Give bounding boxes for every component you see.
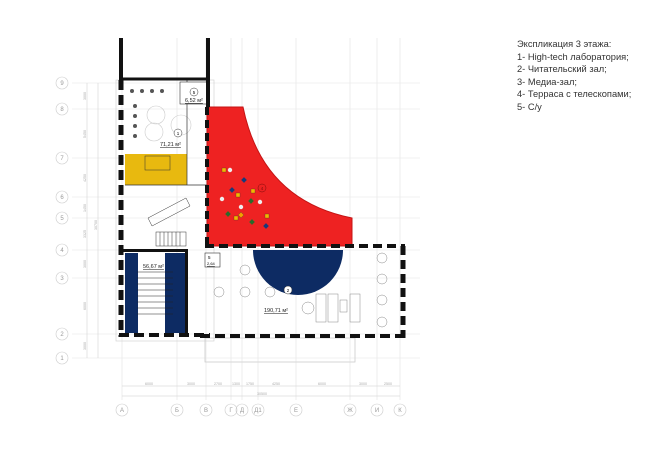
yellow-work-zone <box>125 154 187 185</box>
lab-number: 1 <box>177 131 180 136</box>
balcony <box>204 337 356 363</box>
row-dim: 5450 <box>83 130 87 138</box>
col-axis: В <box>204 408 208 414</box>
walls <box>118 38 406 338</box>
reading-number: 2 <box>287 288 290 293</box>
row-dim: 3000 <box>83 342 87 350</box>
row-total-dim: 30700 <box>94 220 98 230</box>
legend-item-4: 4- Терраса с телескопами; <box>517 89 632 100</box>
wc-small-area: 2,64 <box>207 261 216 266</box>
media-area: 56,67 м² <box>143 264 164 270</box>
col-axis: А <box>120 408 124 414</box>
col-dim: 1300 <box>232 382 240 386</box>
terrace-zone <box>206 106 353 247</box>
row-dim: 4250 <box>83 174 87 182</box>
row-dim: 1450 <box>83 204 87 212</box>
row-axis-1: 1 <box>60 356 64 362</box>
lab-area: 71,21 м² <box>160 142 181 148</box>
lab-round-tables <box>144 105 192 142</box>
media-semicircle <box>253 250 343 295</box>
row-axis-labels <box>55 76 69 365</box>
row-axis-9: 9 <box>60 81 64 87</box>
row-axis-4: 4 <box>60 248 64 254</box>
wc-small-number: 5 <box>208 255 211 260</box>
room-number-marker <box>257 183 267 193</box>
reading-tables <box>213 252 388 328</box>
col-axis: Е <box>294 408 298 414</box>
row-dim: 6000 <box>83 302 87 310</box>
row-dim: 3000 <box>83 260 87 268</box>
col-total-dim: 30500 <box>257 392 267 396</box>
row-axis-3: 3 <box>60 276 64 282</box>
col-axis: Д1 <box>254 408 262 414</box>
col-dim: 3000 <box>359 382 367 386</box>
wc-top-number: 5 <box>193 90 196 95</box>
row-dim: 3325 <box>83 230 87 238</box>
col-axis: Ж <box>347 408 353 414</box>
row-axis-2: 2 <box>60 332 64 338</box>
lab-chairs <box>130 89 164 138</box>
terrace-number: 4 <box>261 186 264 191</box>
col-dim: 3000 <box>187 382 195 386</box>
col-axis: Г <box>229 408 233 414</box>
row-axis-5: 5 <box>60 216 64 222</box>
col-axis: Д <box>240 408 244 414</box>
legend-title: Экспликация 3 этажа: <box>517 39 612 49</box>
col-axis: Б <box>175 408 179 414</box>
col-dim: 6000 <box>145 382 153 386</box>
legend-item-2: 2- Читательский зал; <box>517 64 607 75</box>
legend: Экспликация 3 этажа: 1- High-tech лабора… <box>517 38 631 114</box>
reading-area: 190,71 м² <box>264 308 288 314</box>
lab-table <box>144 155 171 171</box>
wc-top-area: 6,52 м² <box>185 98 203 104</box>
legend-item-1: 1- High-tech лаборатория; <box>517 51 629 62</box>
row-dim: 3000 <box>83 92 87 100</box>
col-dim: 6000 <box>318 382 326 386</box>
col-dim: 2700 <box>214 382 222 386</box>
row-axis-6: 6 <box>60 195 64 201</box>
staircase <box>147 197 191 247</box>
col-axis: К <box>398 408 402 414</box>
media-seats <box>137 271 173 315</box>
col-dim: 1750 <box>246 382 254 386</box>
col-axis: И <box>375 408 379 414</box>
row-axis-7: 7 <box>60 156 64 162</box>
media-aisle <box>138 253 165 333</box>
col-dim: 4250 <box>272 382 280 386</box>
col-axis-circles <box>115 403 407 417</box>
legend-item-5: 5- С/у <box>517 101 542 112</box>
row-axis-8: 8 <box>60 107 64 113</box>
col-dim: 2500 <box>384 382 392 386</box>
wc-small <box>204 252 221 268</box>
telescope-markers <box>219 167 270 229</box>
legend-item-3: 3- Медиа-зал; <box>517 76 577 87</box>
